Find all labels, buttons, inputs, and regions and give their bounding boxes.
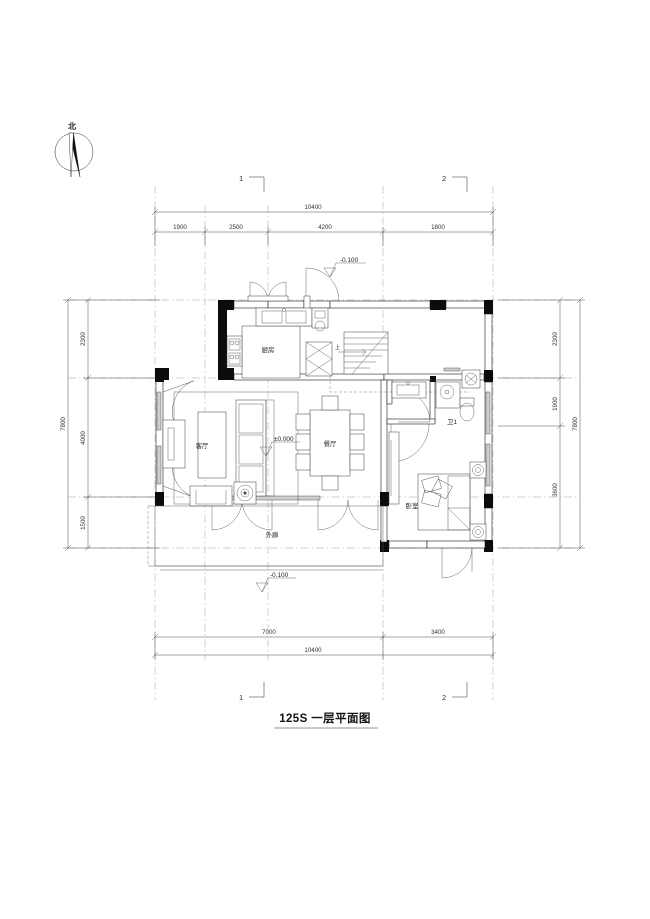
dim-top-seg-2: 2500 [229, 224, 243, 231]
dim-top-seg-4: 1800 [431, 224, 445, 231]
elevation-marker-veranda: -0.100 [255, 572, 296, 593]
room-label-bathroom: 卫1 [447, 418, 457, 426]
elevation-value-entry: -0.100 [340, 257, 359, 264]
section-marker-top-1-label: 1 [239, 174, 243, 183]
bedroom-wardrobe [388, 431, 400, 505]
dimension-chain-bottom: 7000 3400 10400 [151, 629, 497, 660]
room-living: 客厅 [162, 391, 299, 507]
living-tv-console [189, 485, 233, 507]
kitchen-fridge [311, 307, 329, 332]
living-sofa [235, 399, 275, 497]
stair-run [343, 331, 389, 375]
elevation-marker-interior: ±0.000 [259, 436, 300, 457]
section-marker-bottom-1-label: 1 [239, 693, 243, 702]
room-label-kitchen: 厨房 [262, 345, 275, 354]
dining-table [309, 409, 351, 477]
room-bedroom: 卧室 [388, 431, 487, 541]
section-marker-bottom-2: 2 [442, 682, 468, 702]
bedroom-bed [417, 473, 471, 531]
north-arrow: 北 [54, 121, 94, 178]
room-label-dining: 餐厅 [324, 439, 337, 448]
dimension-chain-left: 7800 2300 4000 1500 [60, 296, 160, 552]
dim-top-seg-3: 4200 [318, 224, 332, 231]
room-label-bedroom: 卧室 [406, 501, 419, 510]
room-kitchen: 厨房 [226, 307, 333, 379]
dining-chair [321, 395, 339, 411]
kitchen-pantry [305, 341, 333, 377]
elevation-value-interior: ±0.000 [274, 436, 294, 443]
building-walls [155, 300, 493, 552]
drawing-title-block: 125S 一层平面图 [274, 711, 378, 729]
north-label: 北 [68, 121, 76, 131]
dim-bottom-seg-2: 3400 [431, 629, 445, 636]
bath-vanity [391, 381, 427, 399]
room-veranda: 外廊 [147, 505, 384, 567]
bedroom-nightstand [469, 523, 487, 541]
dim-bottom-overall: 10400 [304, 647, 322, 654]
dim-right-seg-3: 3600 [552, 483, 559, 497]
dim-left-seg-1: 2300 [80, 332, 87, 346]
dim-left-seg-3: 1500 [80, 516, 87, 530]
section-marker-top-2: 2 [442, 174, 468, 192]
dining-chair [321, 475, 339, 491]
dining-chair [295, 453, 311, 471]
dim-bottom-seg-1: 7000 [262, 629, 276, 636]
kitchen-counter [255, 307, 313, 327]
living-side-table [233, 481, 257, 505]
room-label-living: 客厅 [196, 441, 209, 450]
section-marker-top-1: 1 [239, 174, 265, 192]
dimension-chain-top: 10400 1900 2500 4200 1800 [151, 204, 497, 246]
dining-chair [349, 453, 365, 471]
bedroom-nightstand [469, 461, 487, 479]
kitchen-island [241, 325, 301, 379]
dining-chair [349, 433, 365, 451]
elevation-marker-entry: -0.100 [323, 257, 366, 278]
dim-right-seg-1: 2300 [552, 332, 559, 346]
dim-top-overall: 10400 [304, 204, 322, 211]
room-bathroom: 卫1 [391, 367, 481, 426]
dimension-chain-right: 7800 2300 1900 3600 [498, 296, 585, 552]
dim-right-seg-2: 1900 [552, 397, 559, 411]
dim-right-overall: 7800 [572, 417, 579, 431]
dim-left-seg-2: 4000 [80, 431, 87, 445]
drawing-title: 125S 一层平面图 [279, 711, 371, 725]
staircase: 上 [329, 331, 470, 393]
section-marker-bottom-1: 1 [239, 682, 265, 702]
living-coffee-table [197, 411, 227, 479]
dining-chair [349, 413, 365, 431]
dim-left-overall: 7800 [60, 417, 67, 431]
bath-toilet [459, 397, 475, 422]
section-marker-top-2-label: 2 [442, 174, 446, 183]
bath-shower [435, 381, 461, 409]
kitchen-stove [226, 335, 243, 367]
dining-chair [295, 413, 311, 431]
elevation-value-veranda: -0.100 [270, 572, 289, 579]
room-dining: 餐厅 [295, 395, 365, 491]
room-label-veranda: 外廊 [266, 530, 279, 539]
section-marker-bottom-2-label: 2 [442, 693, 446, 702]
stair-direction-label: 上 [335, 344, 340, 351]
bath-washer [461, 369, 481, 389]
kitchen-sink [261, 308, 307, 324]
dim-top-seg-1: 1900 [173, 224, 187, 231]
